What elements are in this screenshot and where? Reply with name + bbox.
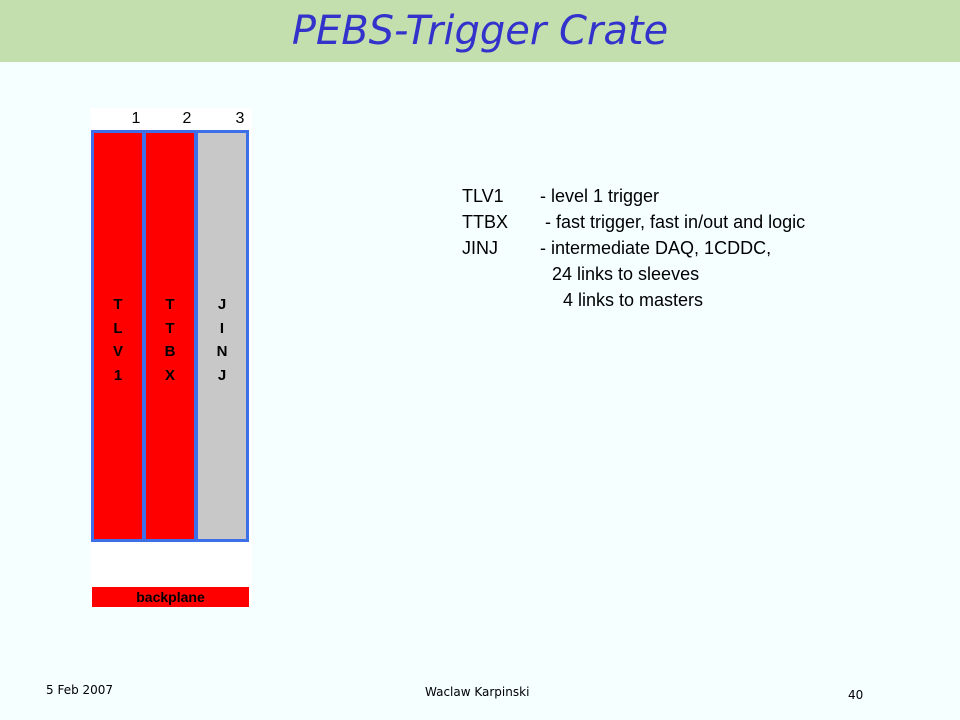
legend-key: TTBX xyxy=(462,212,509,232)
card-letter: I xyxy=(219,319,225,337)
slide-title: PEBS-Trigger Crate xyxy=(291,8,669,54)
card-letter: J xyxy=(217,296,227,313)
card-jinj: J I N J xyxy=(195,130,249,542)
card-letter: T xyxy=(165,296,175,313)
card-letter: T xyxy=(113,296,123,313)
slot-number-2: 2 xyxy=(182,110,192,127)
card-ttbx-label: T T B X xyxy=(146,293,194,387)
card-ttbx: T T B X xyxy=(143,130,197,542)
card-letter: T xyxy=(165,319,175,337)
card-tlv1: T L V 1 xyxy=(91,130,145,542)
backplane: backplane xyxy=(92,587,249,607)
footer-page-number: 40 xyxy=(848,688,864,702)
legend-desc: 24 links to sleeves xyxy=(552,264,700,284)
legend-desc: 4 links to masters xyxy=(563,290,704,310)
card-letter: J xyxy=(217,366,227,384)
card-letter: L xyxy=(113,319,123,337)
legend-key: JINJ xyxy=(462,238,498,258)
slot-number-3: 3 xyxy=(235,110,245,127)
card-letter: B xyxy=(164,343,176,360)
card-letter: X xyxy=(164,366,175,384)
footer-date: 5 Feb 2007 xyxy=(46,683,114,697)
card-jinj-label: J I N J xyxy=(198,293,246,387)
legend-key: TLV1 xyxy=(462,186,504,206)
card-tlv1-label: T L V 1 xyxy=(94,293,142,387)
card-letter: 1 xyxy=(113,366,123,384)
legend-desc: - level 1 trigger xyxy=(540,186,660,206)
legend-desc: - intermediate DAQ, 1CDDC, xyxy=(540,238,772,258)
title-bar: PEBS-Trigger Crate xyxy=(0,0,960,62)
footer-author: Waclaw Karpinski xyxy=(425,685,530,699)
slot-number-1: 1 xyxy=(131,110,141,127)
card-letter: N xyxy=(216,343,228,360)
legend-desc: - fast trigger, fast in/out and logic xyxy=(540,212,806,232)
card-letter: V xyxy=(112,343,123,360)
